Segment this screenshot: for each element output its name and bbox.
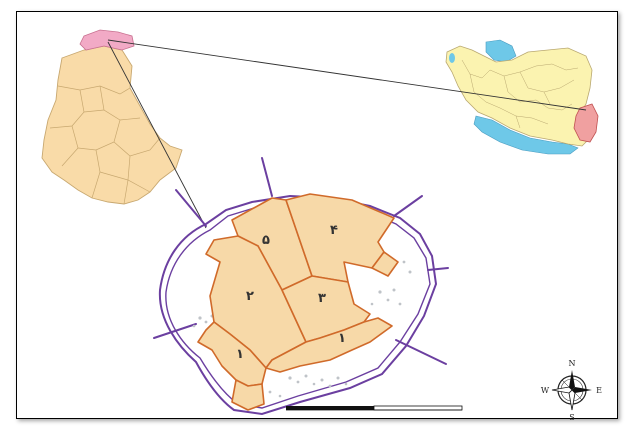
scale-bar-white <box>373 405 463 411</box>
road-northeast <box>393 195 423 217</box>
road-east <box>427 267 449 271</box>
persian-gulf <box>473 115 579 155</box>
compass-rose: N S E W <box>541 359 602 422</box>
province-inset-map <box>41 29 183 205</box>
scale-bar <box>286 405 463 411</box>
map-border <box>16 11 618 419</box>
compass-label-s: S <box>569 413 574 422</box>
compass-label-e: E <box>596 386 602 395</box>
compass-label-w: W <box>541 386 550 395</box>
compass-needle-w <box>551 386 573 394</box>
district-label-2: ۲ <box>246 289 254 304</box>
district-south-strip <box>231 379 265 411</box>
road-southeast <box>395 339 447 365</box>
scale-bar-black <box>286 406 374 410</box>
district-4-east-block <box>371 251 399 277</box>
city-county-highlight <box>79 29 135 51</box>
connector-lines <box>107 39 587 229</box>
district-label-1-west: ۱ <box>236 347 244 362</box>
district-labels: ۵ ۴ ۲ ۳ ۱ ۱ <box>236 223 346 362</box>
ring-road-outer <box>158 194 438 416</box>
compass-needle-e <box>572 387 592 393</box>
road-northwest <box>175 189 207 227</box>
city-districts <box>197 193 399 411</box>
district-label-4: ۴ <box>330 223 338 238</box>
ring-road <box>158 194 438 416</box>
lake-urmia <box>449 53 455 63</box>
compass-label-n: N <box>569 359 576 368</box>
connector-to-city <box>107 41 207 229</box>
iran-country <box>445 45 593 147</box>
connector-to-iran <box>107 39 587 111</box>
district-label-5: ۵ <box>262 233 270 248</box>
province-outline <box>41 45 183 205</box>
district-1-east <box>265 317 393 373</box>
county-lines <box>49 85 161 205</box>
ring-road-inner <box>165 201 431 409</box>
iran-inset-map <box>445 39 599 155</box>
compass-needle-n <box>569 370 575 390</box>
radial-roads <box>153 157 449 365</box>
caspian-sea <box>485 39 517 63</box>
compass-needle-s <box>568 389 576 411</box>
road-north <box>261 157 273 197</box>
district-label-3: ۳ <box>318 291 326 306</box>
road-west <box>153 323 197 339</box>
district-label-1-east: ۱ <box>338 331 346 346</box>
subject-province-highlight <box>573 103 599 143</box>
